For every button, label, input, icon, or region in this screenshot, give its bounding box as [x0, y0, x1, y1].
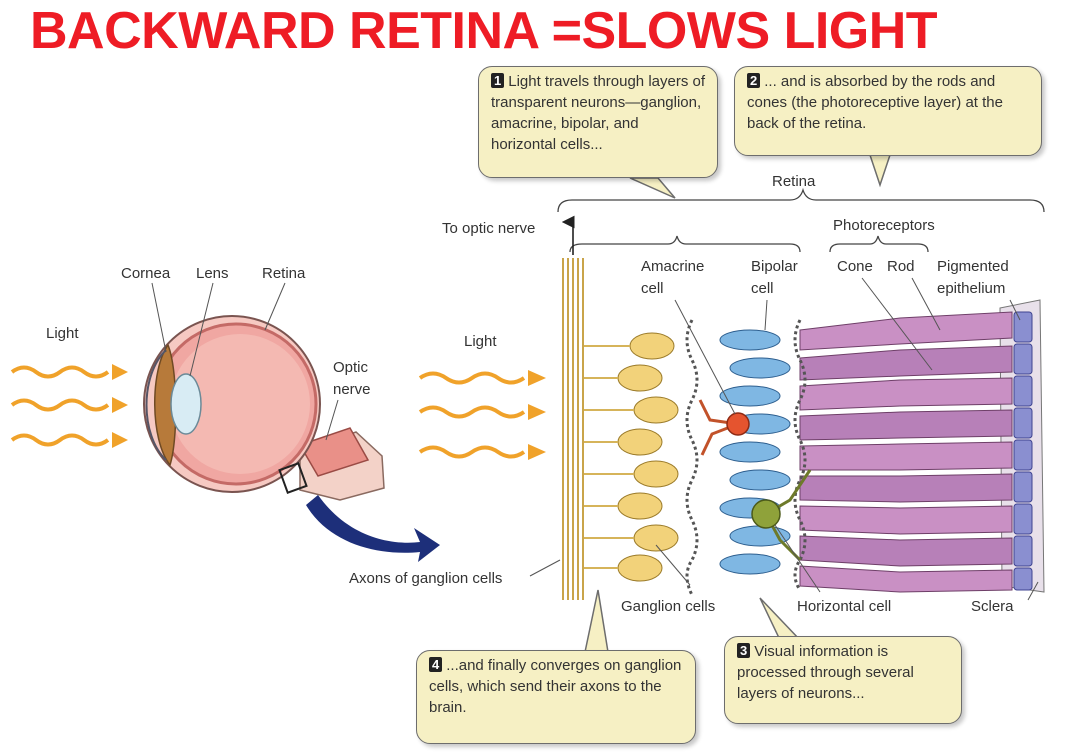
- amacrine-cell: [726, 412, 750, 436]
- retina-bracket: [557, 187, 1045, 213]
- to-optic-nerve-label: To optic nerve: [442, 220, 535, 237]
- arrowhead-icon: [112, 364, 128, 380]
- callout-number-badge: 4: [429, 657, 443, 672]
- callout-text: ...and finally converges on ganglion cel…: [429, 657, 682, 716]
- eye-label-lines: [151, 282, 339, 441]
- eye-light-arrowheads: [112, 364, 128, 448]
- inner-plexiform-layer: [685, 319, 699, 596]
- brackets: [557, 187, 1045, 253]
- ganglion-axons-horizontal: [582, 345, 634, 569]
- arrowhead-icon: [528, 370, 546, 386]
- photoreceptors-label: Photoreceptors: [833, 217, 935, 234]
- light-wave: [10, 433, 110, 447]
- light-wave: [418, 371, 526, 385]
- ganglion-cell-bodies: [617, 332, 679, 582]
- slide-title: BACKWARD RETINA =SLOWS LIGHT: [30, 2, 938, 60]
- pigmented-epithelium-cells: [1013, 311, 1033, 591]
- retina-light-waves: [418, 371, 526, 459]
- outer-plexiform-layer: [793, 319, 807, 591]
- iris: [154, 343, 177, 467]
- arrowhead-icon: [528, 444, 546, 460]
- callout-text: Light travels through layers of transpar…: [491, 73, 706, 153]
- callout-4: 4...and finally converges on ganglion ce…: [416, 650, 696, 744]
- bipolar-label-line1: Bipolar: [751, 258, 798, 275]
- cone-label: Cone: [837, 258, 873, 275]
- light-wave: [418, 405, 526, 419]
- horizontal-cell-label: Horizontal cell: [797, 598, 891, 615]
- eye-light-waves: [10, 365, 110, 447]
- retina-label-lines: [529, 277, 1039, 601]
- callout-number-badge: 2: [747, 73, 761, 88]
- cornea-shape: [145, 349, 167, 461]
- callout-text: ... and is absorbed by the rods and cone…: [747, 73, 1003, 132]
- retina-light-label: Light: [464, 333, 497, 350]
- eye-retina-label: Retina: [262, 265, 306, 282]
- lens-shape: [170, 373, 202, 435]
- horizontal-cell: [751, 499, 781, 529]
- ganglion-cells-label: Ganglion cells: [621, 598, 715, 615]
- cornea-label: Cornea: [121, 265, 171, 282]
- arrowhead-icon: [112, 432, 128, 448]
- bipolar-label-line2: cell: [751, 280, 774, 297]
- photoreceptor-cells: [799, 311, 1013, 593]
- optic-nerve-label-line1: Optic: [333, 359, 369, 376]
- callout-number-badge: 3: [737, 643, 751, 658]
- callout-tails: [584, 154, 892, 653]
- neurons-bracket: [569, 235, 801, 253]
- callout-2: 2... and is absorbed by the rods and con…: [734, 66, 1042, 156]
- amacrine-label-line1: Amacrine: [641, 258, 704, 275]
- eye-light-label: Light: [46, 325, 79, 342]
- light-wave: [418, 445, 526, 459]
- light-wave: [10, 365, 110, 379]
- sclera-label: Sclera: [971, 598, 1014, 615]
- rod-label: Rod: [887, 258, 915, 275]
- callout-number-badge: 1: [491, 73, 505, 88]
- zoom-box: [278, 462, 308, 494]
- retina-label: Retina: [772, 173, 816, 190]
- axons-label: Axons of ganglion cells: [349, 570, 502, 587]
- axon-bundle: [562, 258, 584, 600]
- eyeball: [143, 315, 385, 501]
- amacrine-label-line2: cell: [641, 280, 664, 297]
- arrowhead-icon: [528, 404, 546, 420]
- retina-light-arrowheads: [528, 370, 546, 460]
- lens-label: Lens: [196, 265, 229, 282]
- pigmented-label-line2: epithelium: [937, 280, 1005, 297]
- zoom-arrow-icon: [306, 495, 440, 562]
- retina-layers: [562, 258, 1045, 600]
- pigmented-label-line1: Pigmented: [937, 258, 1009, 275]
- light-wave: [10, 398, 110, 412]
- callout-text: Visual information is processed through …: [737, 643, 914, 702]
- vitreous: [170, 334, 310, 474]
- optic-nerve-label-line2: nerve: [333, 381, 371, 398]
- optic-nerve: [298, 427, 370, 477]
- photoreceptors-bracket: [829, 235, 929, 253]
- arrowhead-icon: [112, 397, 128, 413]
